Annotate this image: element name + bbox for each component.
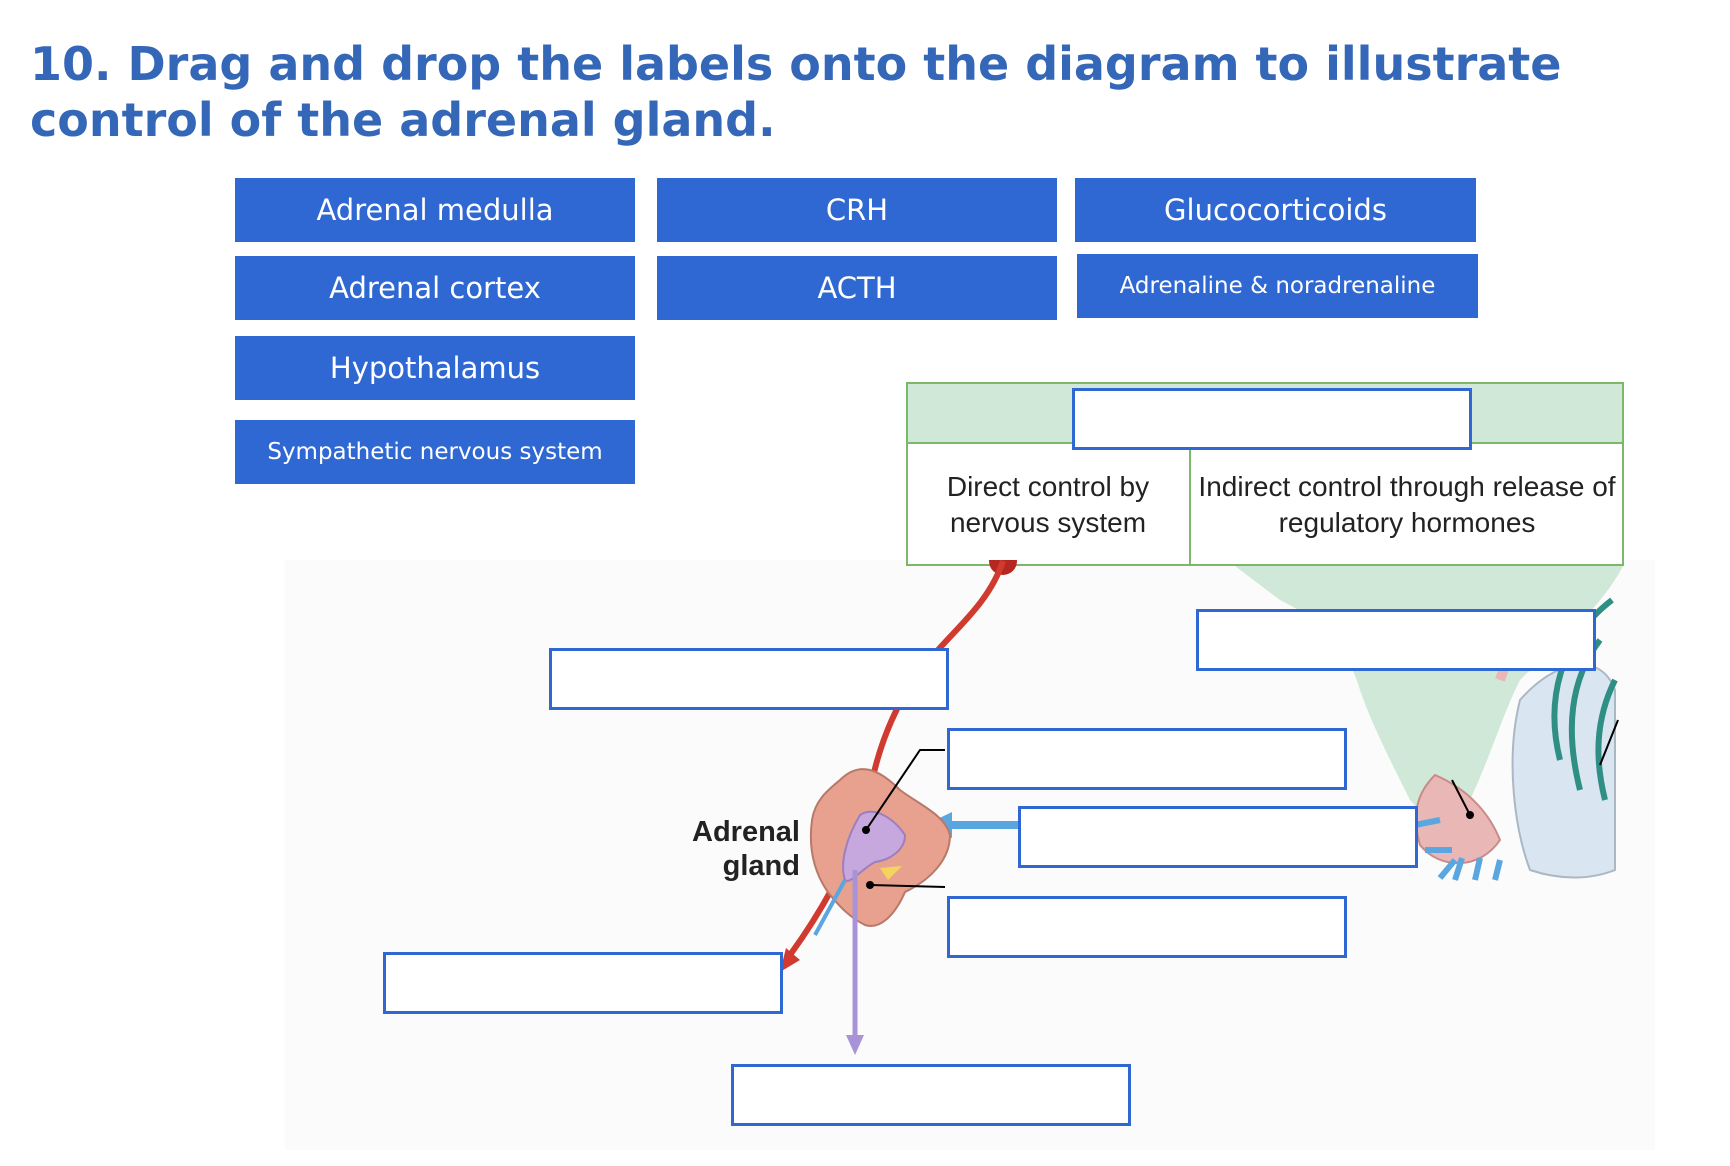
drop-target-acth[interactable]	[1018, 806, 1418, 868]
nerve-arrowhead	[780, 948, 800, 972]
drop-target-glucocorticoids[interactable]	[383, 952, 783, 1014]
adrenal-medulla	[842, 810, 907, 882]
question-title: 10. Drag and drop the labels onto the di…	[30, 37, 1562, 147]
label-glucocorticoids[interactable]: Glucocorticoids	[1075, 178, 1476, 242]
cortex-pointer-dot	[862, 826, 870, 834]
medulla-pointer	[869, 884, 946, 888]
drop-target-adrenaline[interactable]	[731, 1064, 1131, 1126]
direct-control-cell: Direct control by nervous system	[910, 450, 1186, 560]
drop-target-hypothalamus[interactable]	[1072, 388, 1472, 450]
label-adrenaline-noradrenaline[interactable]: Adrenaline & noradrenaline	[1077, 254, 1478, 318]
drop-target-adrenal-cortex[interactable]	[947, 728, 1347, 790]
medulla-output-arrowhead	[846, 1035, 864, 1055]
pituitary-pointer	[1451, 779, 1471, 816]
adrenal-gland-label: Adrenal gland	[692, 816, 800, 882]
drop-target-crh[interactable]	[1196, 609, 1596, 671]
label-crh[interactable]: CRH	[657, 178, 1057, 242]
drop-target-adrenal-medulla[interactable]	[947, 896, 1347, 958]
adrenal-yellow-region	[880, 866, 902, 880]
label-adrenal-medulla[interactable]: Adrenal medulla	[235, 178, 635, 242]
hormone-rays	[1414, 817, 1503, 881]
drop-target-sympathetic[interactable]	[549, 648, 949, 710]
label-acth[interactable]: ACTH	[657, 256, 1057, 320]
pituitary-pointer-dot	[1466, 811, 1474, 819]
label-sympathetic-nervous-system[interactable]: Sympathetic nervous system	[235, 420, 635, 484]
indirect-control-cell: Indirect control through release of regu…	[1194, 450, 1620, 560]
label-adrenal-cortex[interactable]: Adrenal cortex	[235, 256, 635, 320]
cortex-pointer	[865, 749, 945, 831]
medulla-pointer-dot	[866, 881, 874, 889]
posterior-pointer	[1599, 719, 1619, 766]
label-hypothalamus[interactable]: Hypothalamus	[235, 336, 635, 400]
blood-vessel	[813, 879, 847, 936]
